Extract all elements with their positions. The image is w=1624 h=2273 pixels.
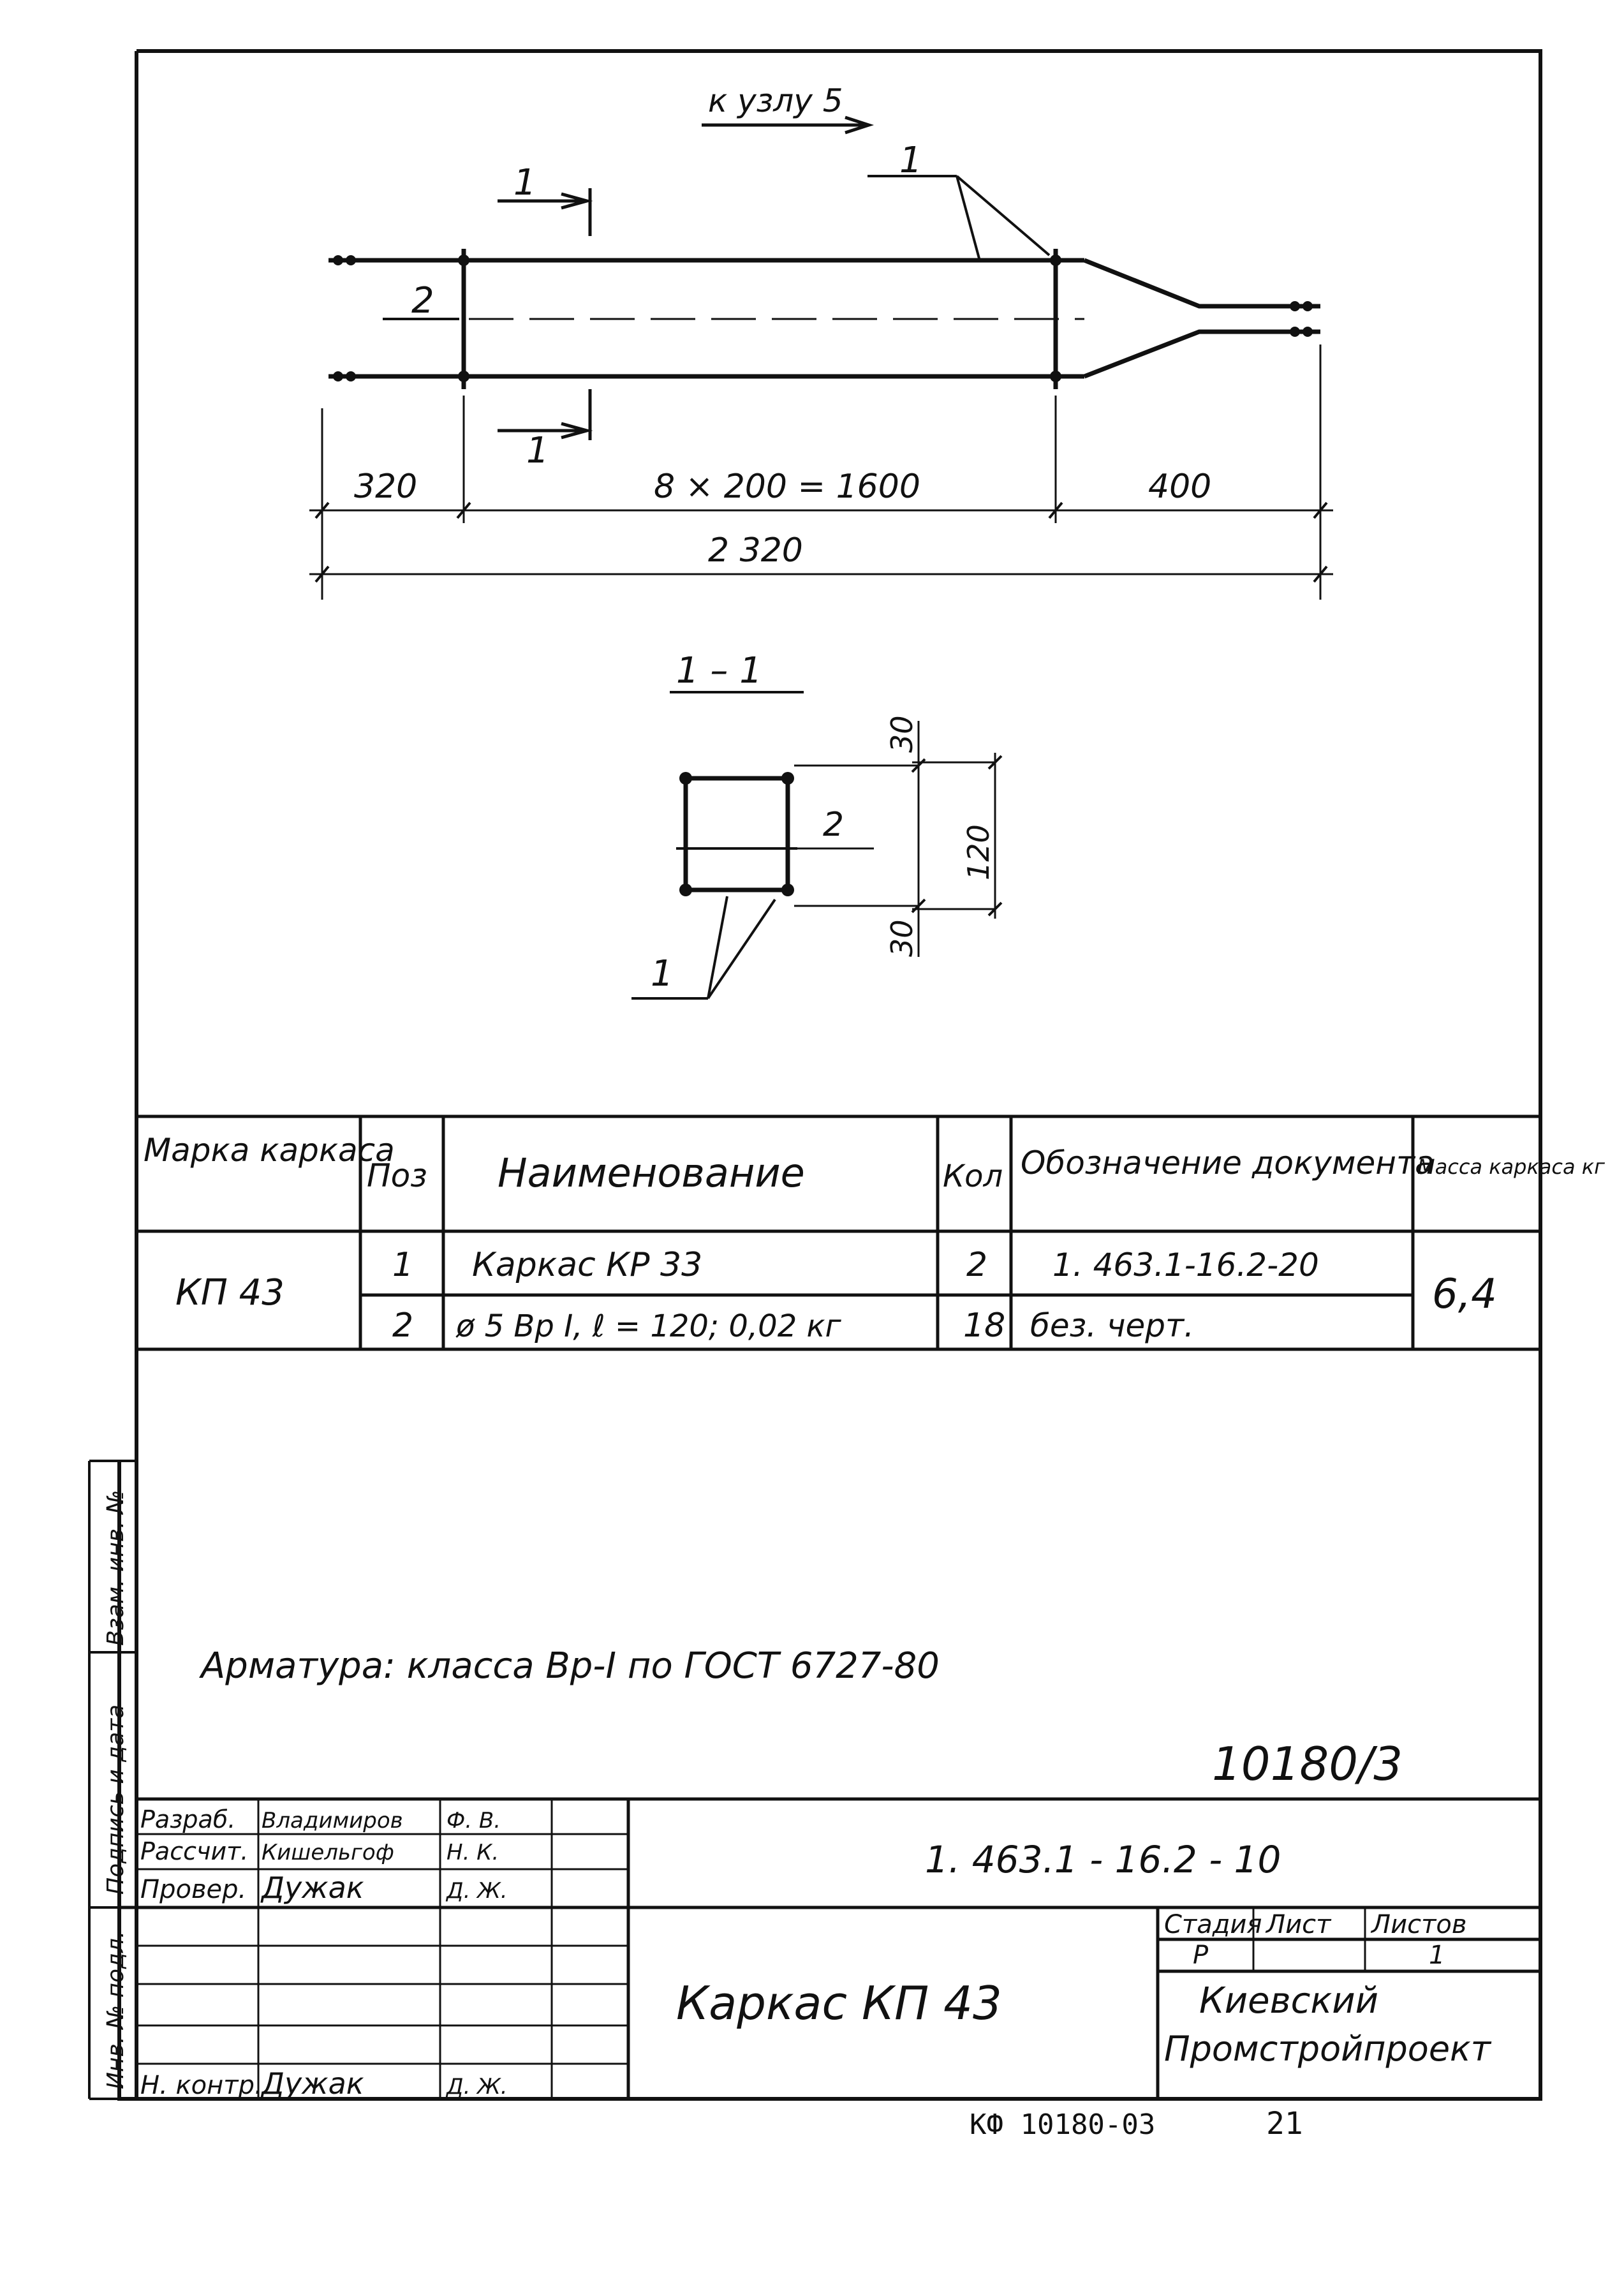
section-dim-height: 120 <box>961 824 996 880</box>
role-3-name: Дужак <box>260 1870 364 1905</box>
sheet-frame <box>117 49 1542 2101</box>
side-strip-inv: Инв. № подл. <box>103 1931 129 2089</box>
role-2-name: Кишельгоф <box>262 1840 394 1865</box>
stamp-number: 10180/3 <box>1212 1737 1403 1791</box>
cell-mark: КП 43 <box>175 1272 284 1314</box>
header-qty: Кол <box>943 1159 1003 1194</box>
role-2-sign: Н. К. <box>447 1840 499 1865</box>
dim-left: 320 <box>354 468 417 506</box>
header-mass: Масса каркаса кг <box>1417 1155 1605 1179</box>
bar-label-plan: 2 <box>411 280 434 322</box>
side-strip-repl: Взам. инв. № <box>103 1490 129 1646</box>
drawing-title: Каркас КП 43 <box>676 1976 1002 2030</box>
header-pos: Поз <box>367 1157 427 1194</box>
side-strip-sign: Подпись и дата <box>103 1705 129 1895</box>
role-3-sign: Д. Ж. <box>445 1878 508 1904</box>
row1-name: Каркас КР 33 <box>472 1246 702 1284</box>
role-1-sign: Ф. В. <box>447 1808 501 1833</box>
title-block: Разраб. Владимиров Ф. В. Рассчит. Кишель… <box>119 1797 1540 2101</box>
row2-name: ø 5 Вр I, ℓ = 120; 0,02 кг <box>455 1308 841 1344</box>
org-line-2: Промстройпроект <box>1164 2029 1492 2069</box>
role-4: Н. контр. <box>140 2071 263 2100</box>
header-doc: Обозначение документа <box>1021 1144 1435 1181</box>
cell-mass: 6,4 <box>1432 1271 1497 1318</box>
section-bar-label: 2 <box>823 806 844 844</box>
section-mark-bottom: 1 <box>526 430 549 471</box>
dim-right: 400 <box>1148 468 1211 506</box>
footer-page: 21 <box>1266 2106 1303 2142</box>
leader-label-1: 1 <box>899 140 922 181</box>
header-mark: Марка каркаса <box>144 1132 395 1169</box>
row1-pos: 1 <box>392 1246 413 1284</box>
section-1-1: 1 – 1 30 120 30 2 1 <box>631 650 1003 1000</box>
row1-qty: 2 <box>966 1246 987 1284</box>
role-4-sign: Д. Ж. <box>445 2074 508 2099</box>
cage-plan-view: к узлу 5 1 1 1 <box>309 82 1333 600</box>
role-1-name: Владимиров <box>262 1808 403 1833</box>
role-2: Рассчит. <box>140 1837 248 1865</box>
section-dim-top: 30 <box>885 715 919 753</box>
dim-total: 2 320 <box>708 531 803 570</box>
stage-header: Стадия <box>1164 1910 1262 1939</box>
section-mark-top: 1 <box>513 162 536 204</box>
spec-table: Марка каркаса Поз Наименование Кол Обозн… <box>137 1114 1605 1351</box>
row2-doc: без. черт. <box>1030 1307 1194 1344</box>
sheets-header: Листов <box>1370 1910 1466 1939</box>
document-designation: 1. 463.1 - 16.2 - 10 <box>925 1838 1281 1881</box>
role-3: Провер. <box>140 1875 246 1904</box>
footer-code: КФ 10180-03 <box>970 2108 1155 2141</box>
stage-value: Р <box>1193 1941 1209 1970</box>
reinforcement-note: Арматура: класса Вр-I по ГОСТ 6727-80 <box>199 1645 940 1687</box>
dim-middle: 8 × 200 = 1600 <box>654 468 920 506</box>
section-dim-bottom: 30 <box>885 919 919 957</box>
sheet-header: Лист <box>1265 1910 1332 1939</box>
row1-doc: 1. 463.1-16.2-20 <box>1052 1247 1319 1284</box>
side-strip: Инв. № подл. Подпись и дата Взам. инв. № <box>88 1460 137 2100</box>
org-line-1: Киевский <box>1199 1980 1378 2022</box>
row2-qty: 18 <box>963 1307 1005 1345</box>
role-4-name: Дужак <box>260 2066 364 2101</box>
header-mark-text: Марка каркаса <box>144 1132 395 1169</box>
to-node-label: к узлу 5 <box>708 82 843 119</box>
section-frame-label: 1 <box>651 953 674 995</box>
sheets-value: 1 <box>1429 1941 1445 1970</box>
role-1: Разраб. <box>140 1805 235 1833</box>
header-name: Наименование <box>498 1150 805 1196</box>
section-title: 1 – 1 <box>676 650 762 692</box>
row2-pos: 2 <box>392 1307 413 1345</box>
